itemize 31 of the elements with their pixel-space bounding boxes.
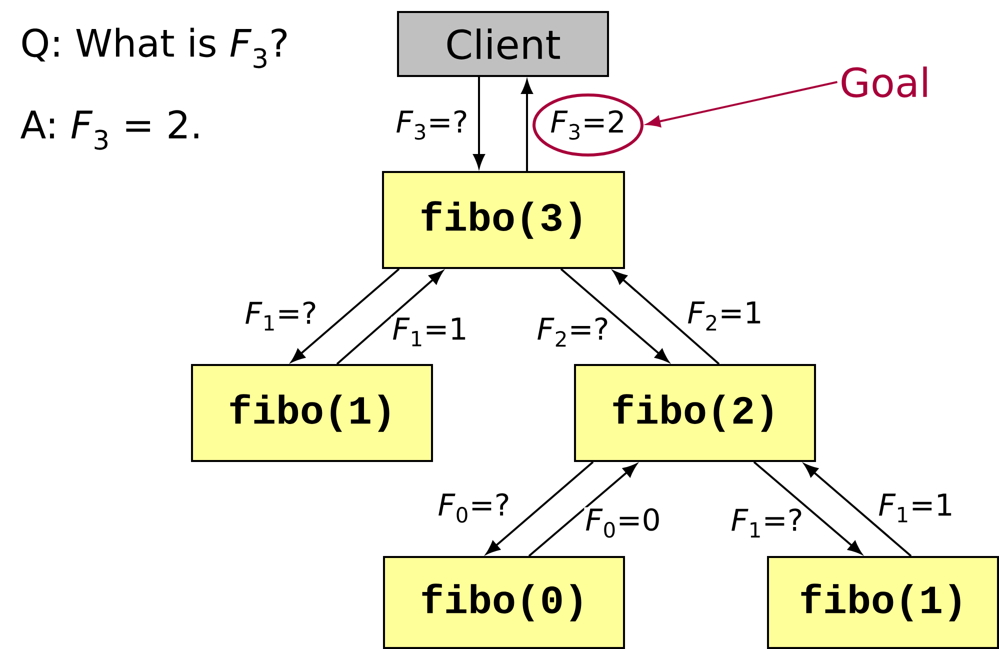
edge-label: F$_{1}$=1 <box>877 492 955 524</box>
edge-label: F$_{3}$=? <box>394 109 470 141</box>
edge-label: F$_{1}$=? <box>244 300 318 332</box>
edge-label: F$_{0}$=0 <box>584 507 662 539</box>
function-call-box: fibo(1) <box>767 556 999 649</box>
arrow <box>473 77 485 168</box>
highlight-ellipse <box>532 94 644 156</box>
arrow <box>804 464 912 557</box>
edge-label: F$_{2}$=? <box>536 316 610 348</box>
edge-label: F$_{1}$=1 <box>391 316 469 348</box>
function-call-box: fibo(2) <box>574 364 816 462</box>
edge-label: F$_{2}$=1 <box>686 300 764 332</box>
goal-text: Goal <box>842 66 927 98</box>
edge-label: F$_{0}$=? <box>436 492 512 524</box>
arrow <box>528 464 637 557</box>
function-call-box: fibo(1) <box>191 364 433 462</box>
arrow <box>613 270 720 365</box>
function-call-box: fibo(3) <box>382 171 625 269</box>
arrow <box>336 270 443 365</box>
edge-label: F$_{3}$=2 <box>549 109 627 141</box>
question-answer-text: Q: What is F$_{3}$? <box>22 28 287 68</box>
client-box: Client <box>397 11 609 77</box>
question-answer-text: A: F$_{3}$ = 2. <box>20 110 198 150</box>
arrow <box>291 268 400 362</box>
function-call-box: fibo(0) <box>383 556 625 649</box>
arrow <box>486 461 594 554</box>
arrow <box>560 268 669 362</box>
arrow <box>646 81 838 128</box>
arrow <box>753 461 862 554</box>
edge-label: F$_{1}$=? <box>730 508 804 538</box>
arrow <box>521 80 533 171</box>
